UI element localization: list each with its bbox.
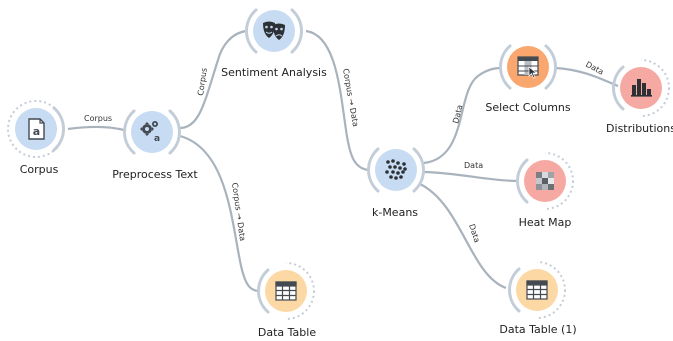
node-label-sentiment-analysis: Sentiment Analysis bbox=[221, 66, 327, 79]
theater-masks-icon bbox=[263, 21, 285, 40]
node-sentiment-analysis[interactable] bbox=[245, 8, 303, 54]
node-distributions[interactable] bbox=[613, 60, 669, 116]
node-corpus[interactable]: a bbox=[7, 100, 65, 158]
link-label-corpus-preprocess: Corpus bbox=[84, 114, 112, 123]
table-icon bbox=[275, 281, 297, 301]
svg-text:a: a bbox=[154, 134, 160, 144]
document-a-icon: a bbox=[28, 118, 45, 140]
node-data-table-1[interactable] bbox=[509, 262, 565, 318]
node-k-means[interactable] bbox=[367, 147, 425, 193]
link-label-preprocess-datatable: Corpus → Data bbox=[230, 182, 247, 242]
node-label-data-table: Data Table bbox=[257, 326, 317, 339]
link-kmeans-heatmap[interactable] bbox=[423, 170, 519, 183]
table-icon bbox=[526, 280, 548, 300]
link-preprocess-sentiment[interactable] bbox=[179, 29, 247, 130]
node-label-preprocess-text: Preprocess Text bbox=[112, 168, 198, 181]
link-kmeans-datatable1[interactable] bbox=[419, 183, 507, 290]
link-label-preprocess-sentiment: Corpus bbox=[196, 67, 209, 96]
gears-a-icon: a bbox=[140, 121, 160, 144]
node-preprocess-text[interactable]: a bbox=[123, 109, 181, 155]
node-heat-map[interactable] bbox=[517, 153, 573, 209]
node-label-corpus: Corpus bbox=[19, 163, 59, 176]
link-sentiment-kmeans[interactable] bbox=[305, 29, 369, 172]
link-label-kmeans-heatmap: Data bbox=[464, 161, 483, 170]
node-label-heat-map: Heat Map bbox=[518, 216, 572, 229]
node-label-select-columns: Select Columns bbox=[485, 101, 571, 114]
link-select-distributions[interactable] bbox=[555, 66, 619, 88]
node-select-columns[interactable] bbox=[499, 44, 557, 90]
node-label-distributions: Distributions bbox=[606, 122, 673, 135]
node-label-data-table-1: Data Table (1) bbox=[499, 323, 577, 336]
cluster-dots-icon bbox=[385, 159, 407, 180]
link-label-kmeans-datatable1: Data bbox=[467, 223, 481, 244]
bar-chart-icon bbox=[631, 79, 652, 97]
select-columns-icon bbox=[517, 56, 539, 79]
link-corpus-preprocess[interactable] bbox=[67, 125, 125, 132]
heat-map-icon bbox=[536, 172, 554, 190]
link-kmeans-select[interactable] bbox=[423, 66, 502, 165]
node-label-k-means: k-Means bbox=[371, 206, 419, 219]
svg-text:a: a bbox=[33, 125, 40, 138]
link-preprocess-datatable[interactable] bbox=[179, 134, 259, 293]
node-data-table[interactable] bbox=[258, 263, 314, 319]
